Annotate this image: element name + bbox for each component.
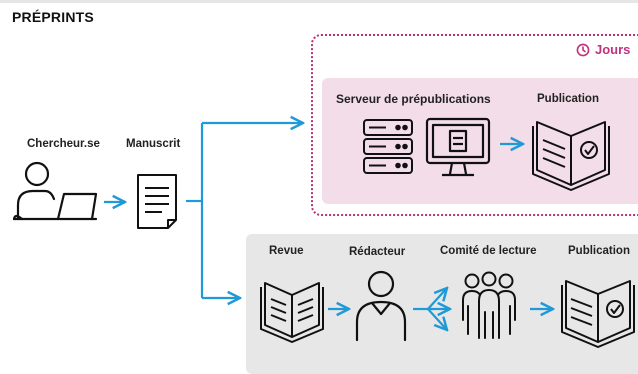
committee-label: Comité de lecture xyxy=(440,245,537,257)
page-title: PRÉPRINTS xyxy=(12,9,94,25)
preprint-publication-label: Publication xyxy=(537,93,599,105)
preprint-publication-book-icon xyxy=(532,121,610,191)
arrow-editor-to-committee xyxy=(413,288,450,330)
journal-publication-label: Publication xyxy=(568,245,630,257)
server-icon xyxy=(363,119,413,174)
branch-connector xyxy=(186,123,303,298)
clock-icon xyxy=(576,43,590,56)
manuscript-label: Manuscrit xyxy=(126,138,181,150)
researcher-icon xyxy=(12,161,98,221)
journal-book-icon xyxy=(260,282,324,343)
committee-icon xyxy=(462,271,516,339)
diagram-canvas xyxy=(12,0,635,348)
top-rule xyxy=(0,0,638,3)
jours-label: Jours xyxy=(595,42,631,57)
manuscript-icon xyxy=(137,174,177,229)
researcher-label: Chercheur.se xyxy=(27,138,100,150)
jours-badge: Jours xyxy=(576,42,630,57)
editor-icon xyxy=(355,270,407,342)
journal-label: Revue xyxy=(269,245,304,257)
editor-label: Rédacteur xyxy=(349,246,406,258)
monitor-icon xyxy=(425,117,491,177)
preprint-path-outer-box xyxy=(311,34,638,216)
journal-publication-book-icon xyxy=(561,280,635,348)
server-label: Serveur de prépublications xyxy=(336,92,491,106)
